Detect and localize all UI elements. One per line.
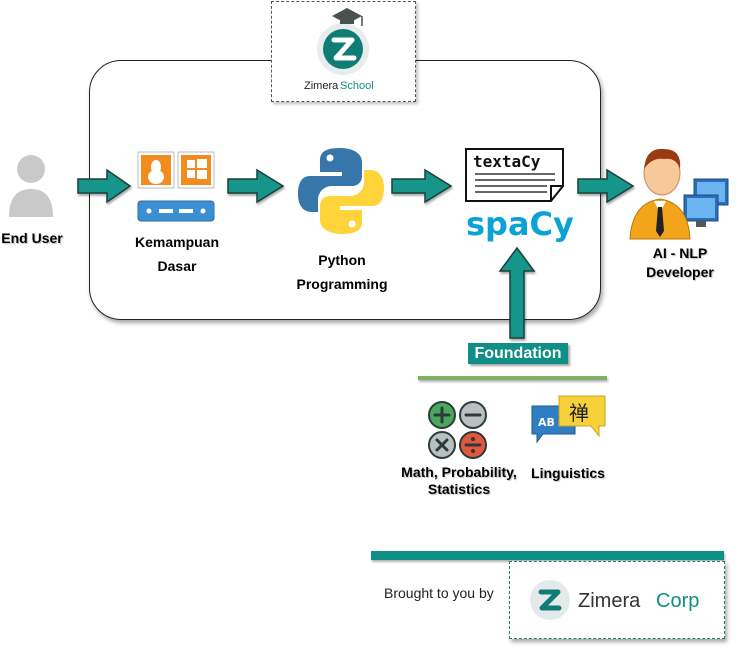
zimera-school-logo: Zimera School xyxy=(304,8,374,92)
basic-skills-label-line2: Dasar xyxy=(157,258,197,274)
zimera-school-name-part1: Zimera xyxy=(304,80,339,92)
arrow-2 xyxy=(227,168,285,204)
arrow-up xyxy=(498,246,536,339)
arrow-4 xyxy=(577,168,635,204)
basic-skills-label-line1: Kemampuan xyxy=(134,234,220,250)
zimera-corp-logo-box: Zimera Corp xyxy=(509,561,725,639)
math-label-line2: Statistics xyxy=(427,481,491,497)
zimera-school-logo-box: Zimera School xyxy=(271,1,416,102)
zimera-corp-logo: Zimera Corp xyxy=(530,580,699,620)
footer-teal-bar xyxy=(371,551,724,560)
spacy-logo-text: spaCy xyxy=(466,205,574,243)
zimera-corp-name-part1: Zimera xyxy=(578,590,641,612)
python-label-line1: Python xyxy=(318,252,366,268)
end-user-label: End User xyxy=(1,230,63,246)
foundation-divider xyxy=(418,376,607,380)
developer-icon xyxy=(629,148,729,240)
arrow-3 xyxy=(391,168,453,204)
developer-label-line2: Developer xyxy=(646,264,714,280)
linguistics-glyph-right: 禅 xyxy=(569,401,589,425)
end-user-icon xyxy=(9,155,53,217)
developer-label-line1: AI - NLP xyxy=(652,245,708,261)
zimera-corp-name-part2: Corp xyxy=(656,590,699,612)
brought-to-you-by-text: Brought to you by xyxy=(384,585,494,601)
foundation-badge: Foundation xyxy=(468,343,568,364)
basic-skills-icon xyxy=(137,151,215,222)
textacy-logo-icon: textaCy xyxy=(465,148,564,202)
linguistics-glyph-left: AB xyxy=(538,416,555,429)
zimera-school-name-part2: School xyxy=(340,80,374,92)
python-label-line2: Programming xyxy=(296,276,388,292)
textacy-text: textaCy xyxy=(473,152,541,171)
math-label-line1: Math, Probability, xyxy=(401,464,517,480)
python-logo-icon xyxy=(298,148,384,234)
linguistics-icon: AB 禅 xyxy=(531,395,606,444)
arrow-1 xyxy=(77,168,132,204)
math-operators-icon xyxy=(428,401,487,459)
linguistics-label: Linguistics xyxy=(531,465,605,481)
